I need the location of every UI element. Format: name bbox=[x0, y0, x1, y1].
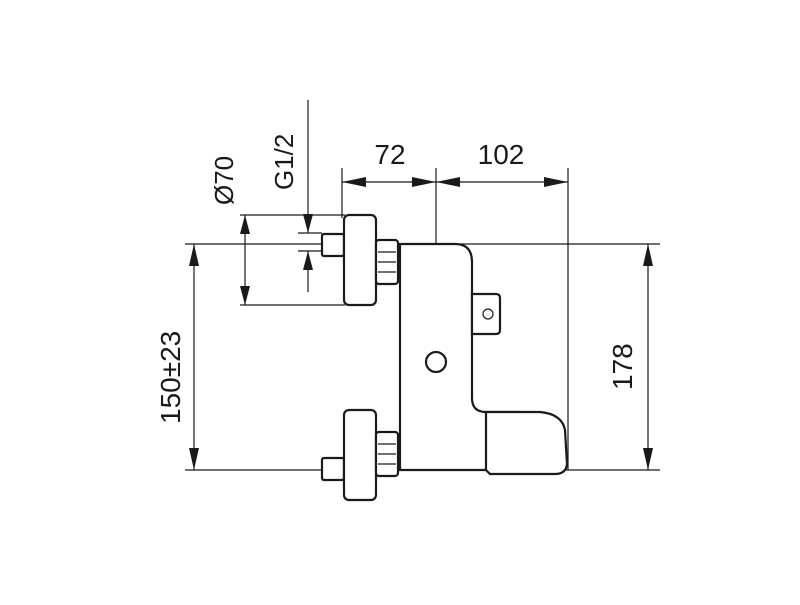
label-height: 178 bbox=[607, 343, 638, 390]
dimension-spacing bbox=[189, 244, 199, 470]
dimension-thread bbox=[303, 100, 313, 292]
upper-connector bbox=[320, 213, 400, 307]
mixer-body bbox=[398, 242, 569, 476]
label-width-right: 102 bbox=[478, 139, 525, 170]
outlet-circle bbox=[424, 350, 448, 374]
dimension-height bbox=[643, 244, 653, 470]
label-diameter: Ø70 bbox=[209, 156, 239, 205]
label-width-left: 72 bbox=[374, 139, 405, 170]
label-thread: G1/2 bbox=[269, 134, 299, 190]
label-spacing: 150±23 bbox=[155, 331, 186, 424]
dimension-diameter bbox=[240, 215, 250, 305]
lower-connector bbox=[320, 408, 400, 502]
dimension-widths bbox=[342, 177, 568, 187]
